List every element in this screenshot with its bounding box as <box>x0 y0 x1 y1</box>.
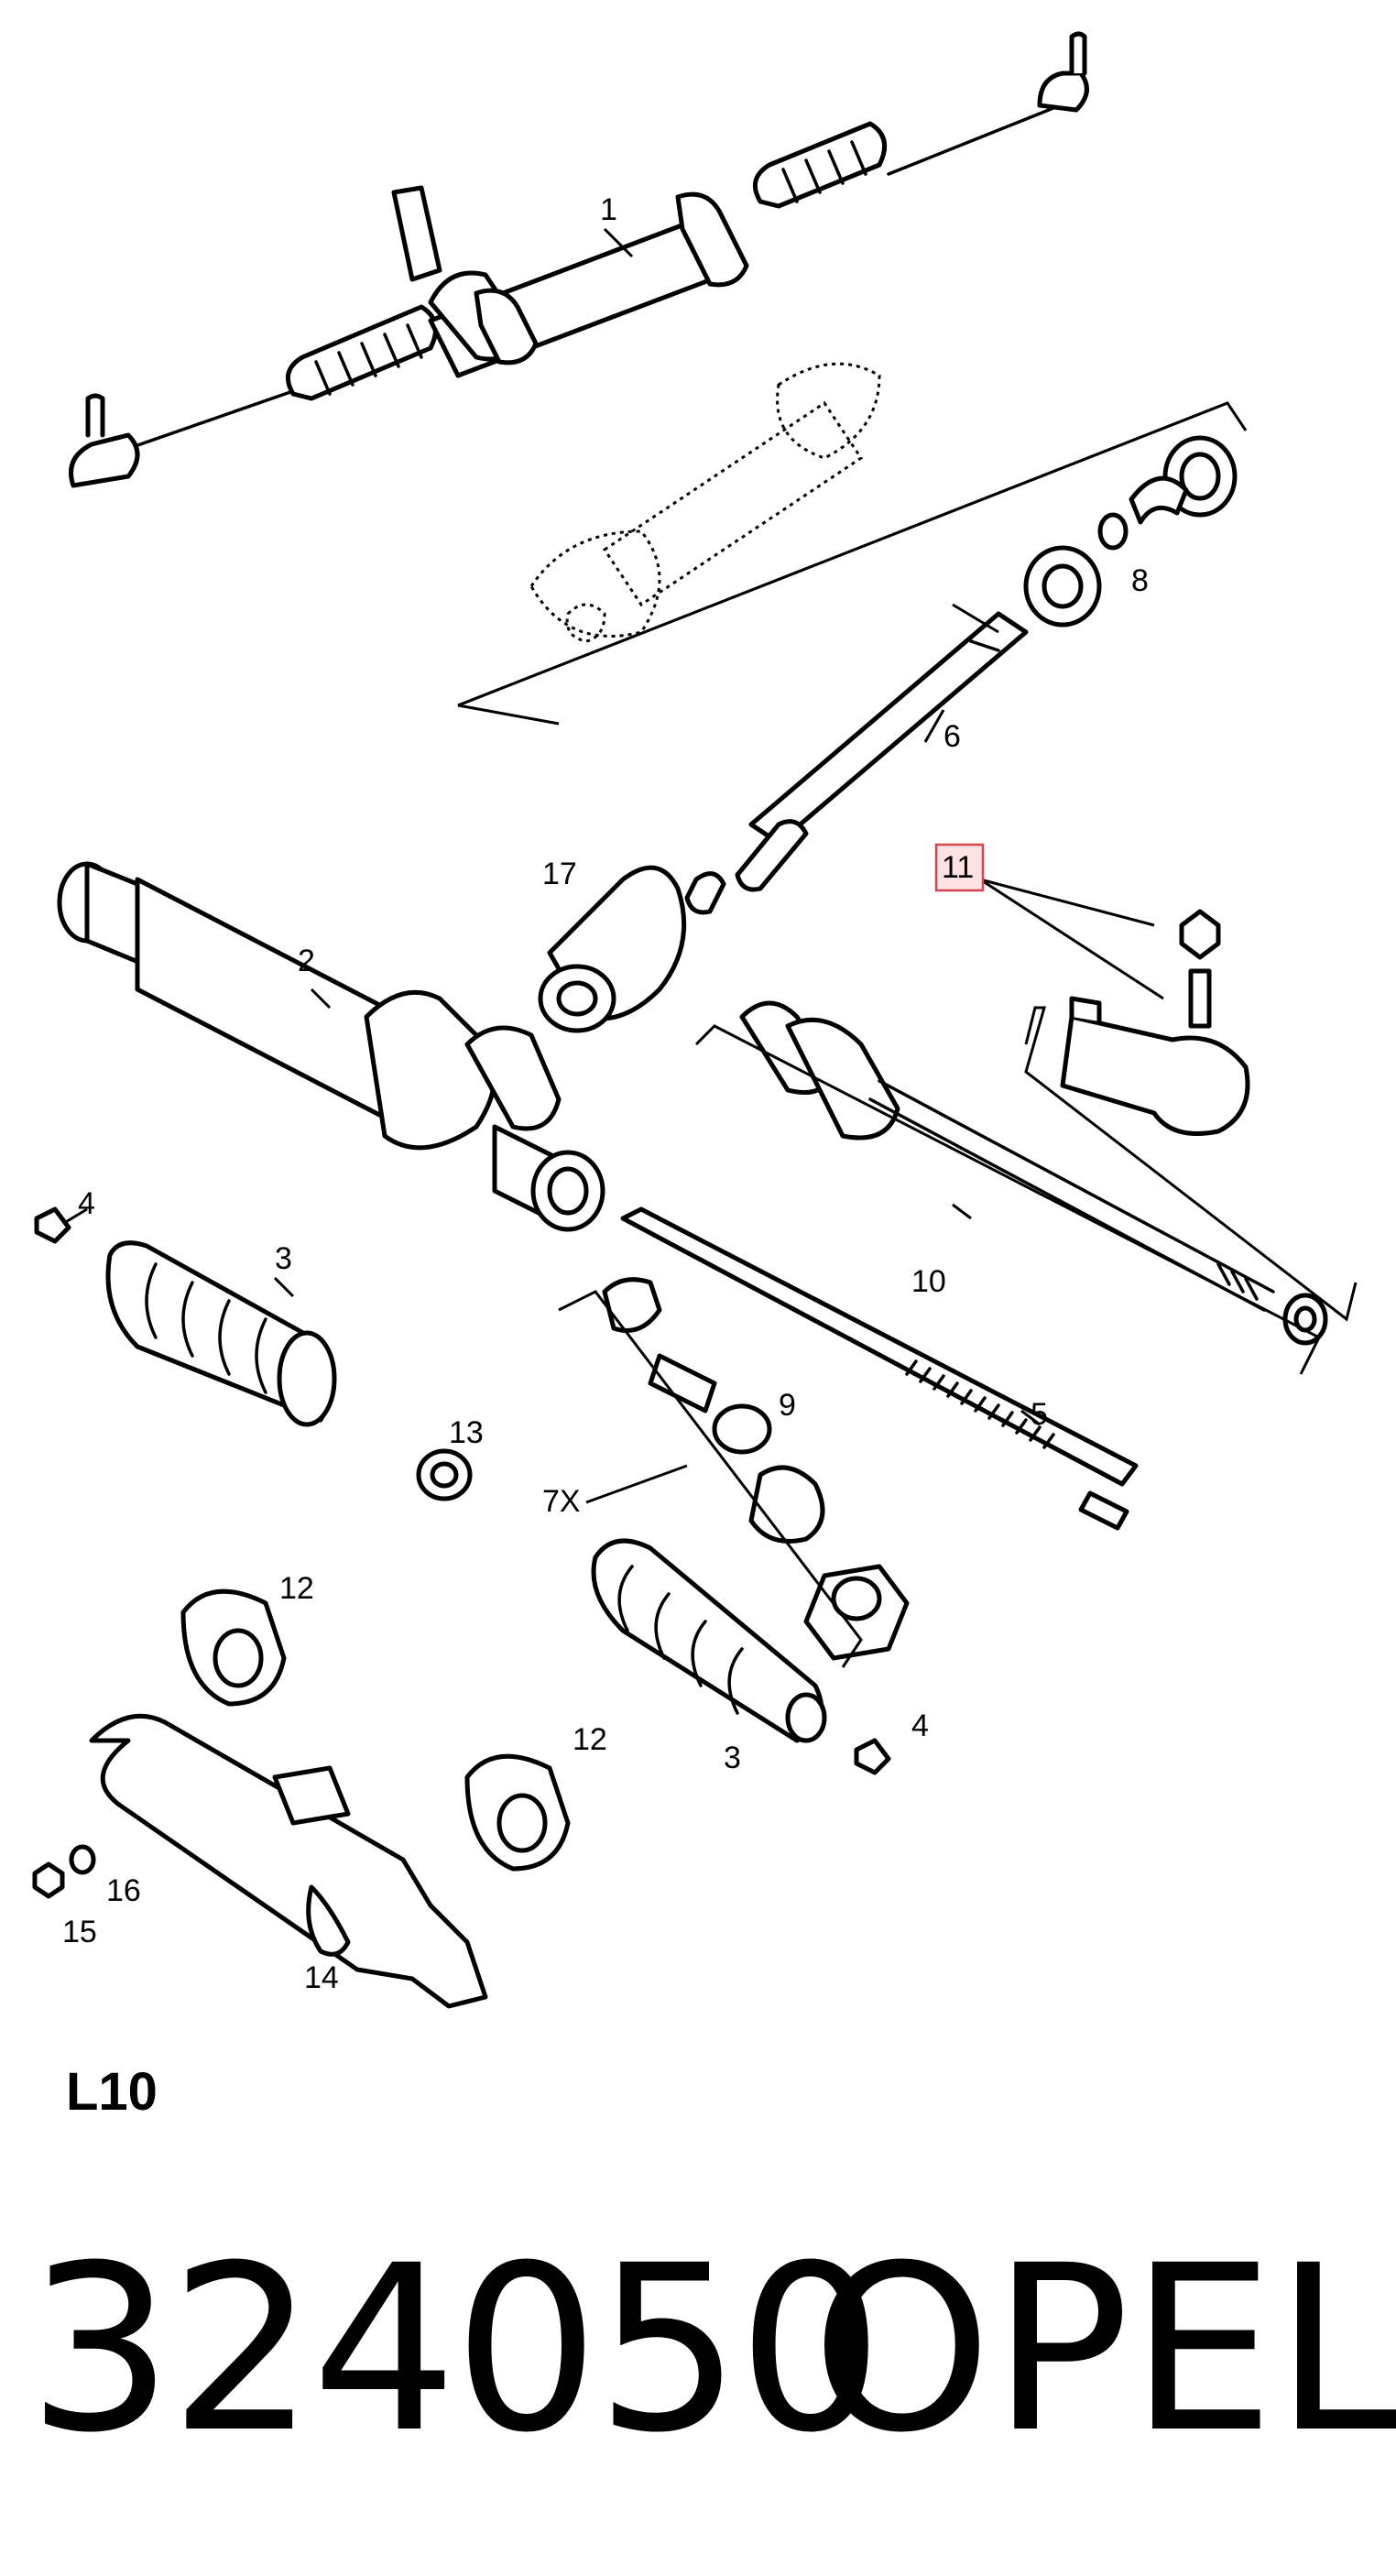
part-10-inner-tie-rod <box>694 1000 1328 1375</box>
part-13-bush <box>416 1448 473 1501</box>
callout-1: 1 <box>600 192 617 227</box>
callout-17: 17 <box>542 857 577 891</box>
callout-8: 8 <box>1131 563 1149 598</box>
callout-6: 6 <box>943 719 961 754</box>
steering-column-coupling-reference <box>529 362 881 643</box>
part-1-steering-rack-assembly <box>69 31 1089 488</box>
callout-9: 9 <box>779 1388 796 1423</box>
callout-13: 13 <box>449 1415 484 1450</box>
part-7x-yoke-group <box>558 1277 910 1668</box>
callout-12-top: 12 <box>279 1571 314 1606</box>
callout-11-highlight <box>934 843 985 892</box>
part-number: 324050 <box>27 2216 883 2483</box>
part-8-bearing-set <box>1023 435 1238 628</box>
callout-4-left: 4 <box>78 1186 95 1221</box>
callout-16: 16 <box>106 1873 141 1908</box>
part-11-tie-rod-end <box>1024 909 1358 1322</box>
part-15-16-nut-washer <box>32 1844 96 1899</box>
callout-7x: 7X <box>542 1484 581 1519</box>
callout-4-right: 4 <box>911 1708 929 1743</box>
brand-name: OPEL <box>812 2216 1396 2483</box>
callout-11: 11 <box>942 850 974 885</box>
callout-14: 14 <box>304 1960 339 1995</box>
callout-labels: 1 2 3 3 4 4 5 6 7X 8 9 10 11 12 12 13 14… <box>62 192 1149 1995</box>
group-bracket-6-8 <box>457 401 1248 726</box>
part-6-pinion-shaft <box>684 611 1029 915</box>
part-2-rack-housing <box>57 861 605 1232</box>
part-5-rack-bar <box>620 1206 1139 1531</box>
callout-10: 10 <box>911 1264 946 1299</box>
section-code: L10 <box>66 2062 158 2122</box>
part-17-pinion-boot <box>538 865 687 1033</box>
steering-rack-exploded-diagram: 1 2 3 3 4 4 5 6 7X 8 9 10 11 12 12 13 14… <box>32 31 1358 2009</box>
callout-leaders <box>63 227 1164 1504</box>
callout-2: 2 <box>298 944 315 978</box>
callout-3-right: 3 <box>724 1741 741 1775</box>
part-14-mounting-bracket <box>89 1713 488 2009</box>
callout-12-bottom: 12 <box>573 1722 607 1757</box>
callout-15: 15 <box>62 1915 97 1949</box>
callout-5: 5 <box>1031 1397 1048 1432</box>
part-3-bellows-boot <box>105 1240 827 1743</box>
part-12-mounting-rubber <box>180 1588 571 1872</box>
part-4-boot-clamp <box>34 1206 891 1775</box>
callout-3-left: 3 <box>275 1241 292 1276</box>
